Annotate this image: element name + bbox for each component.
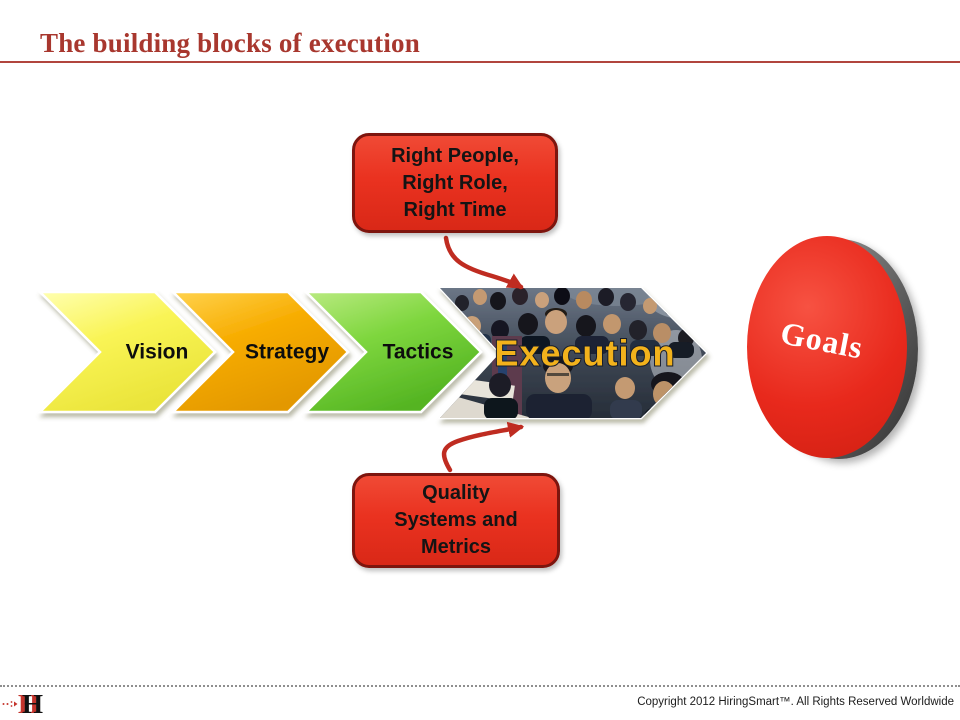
- goals-label: Goals: [778, 313, 867, 366]
- callout-line: Metrics: [420, 536, 492, 558]
- callout-line: Right People,: [391, 144, 519, 167]
- callout-line: Right Time: [403, 198, 507, 221]
- page-title: The building blocks of execution: [40, 28, 420, 58]
- logo-h-red: H: [18, 689, 40, 719]
- chevron-execution-label: Execution: [494, 333, 675, 374]
- callout-line: Systems and: [394, 509, 518, 531]
- arrow-top-callout-to-execution: [443, 235, 524, 290]
- chevron-tactics-label: Tactics: [383, 341, 454, 364]
- callout-right-people: Right People, Right Role, Right Time: [352, 133, 558, 233]
- copyright-text: Copyright 2012 HiringSmart™. All Rights …: [637, 696, 954, 708]
- callout-quality-systems: Quality Systems and Metrics: [352, 473, 560, 568]
- chevron-strategy: Strategy: [169, 290, 350, 414]
- logo-dash-arrow-icon: [2, 701, 18, 707]
- chevron-vision: Vision: [36, 290, 217, 414]
- callout-line: Right Role,: [402, 171, 508, 194]
- hiringsmart-logo: H H: [2, 690, 48, 718]
- chevron-strategy-label: Strategy: [245, 341, 329, 364]
- logo-h-black: H: [22, 689, 44, 719]
- title-underline: [0, 61, 960, 63]
- footer-dotted-rule: [0, 685, 960, 687]
- chevron-vision-label: Vision: [126, 341, 189, 364]
- callout-line: Quality: [422, 482, 490, 504]
- chevron-tactics: Tactics: [302, 290, 483, 414]
- goals-disc: Goals: [747, 236, 907, 458]
- arrow-bottom-callout-to-execution: [441, 421, 525, 473]
- logo-h-monogram: H H: [18, 690, 44, 718]
- chevron-execution: Execution: [437, 286, 708, 420]
